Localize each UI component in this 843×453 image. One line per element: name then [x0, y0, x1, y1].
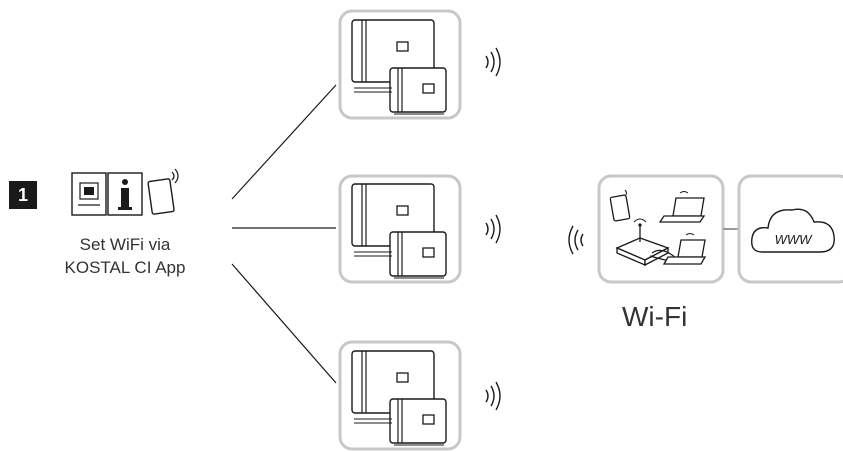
connector-bottom: [231, 263, 337, 384]
signal-waves-bottom: [485, 381, 501, 411]
setup-instruction-line1: Set WiFi via: [79, 235, 171, 254]
internet-box: WWW: [737, 174, 843, 284]
connector-top: [231, 84, 337, 200]
inverter-top: [338, 9, 462, 120]
inverter-middle: [338, 174, 462, 284]
inverter-bottom: [338, 340, 462, 451]
step-number-badge: 1: [9, 181, 37, 209]
manual-icon: [71, 172, 107, 216]
signal-waves-middle: [485, 214, 501, 244]
wifi-label: Wi-Fi: [622, 301, 688, 332]
cloud-text: WWW: [775, 232, 814, 247]
tablet-icon: [147, 168, 179, 215]
info-icon: [107, 172, 143, 216]
cloud-icon: [751, 208, 835, 253]
signal-waves-network: [568, 225, 584, 255]
network-box: [597, 174, 725, 284]
tablet-icon: [609, 189, 631, 222]
laptop-icon: [662, 233, 707, 265]
laptop-icon: [658, 191, 706, 223]
signal-waves-top: [485, 47, 501, 77]
setup-instruction-line2: KOSTAL CI App: [64, 258, 186, 277]
